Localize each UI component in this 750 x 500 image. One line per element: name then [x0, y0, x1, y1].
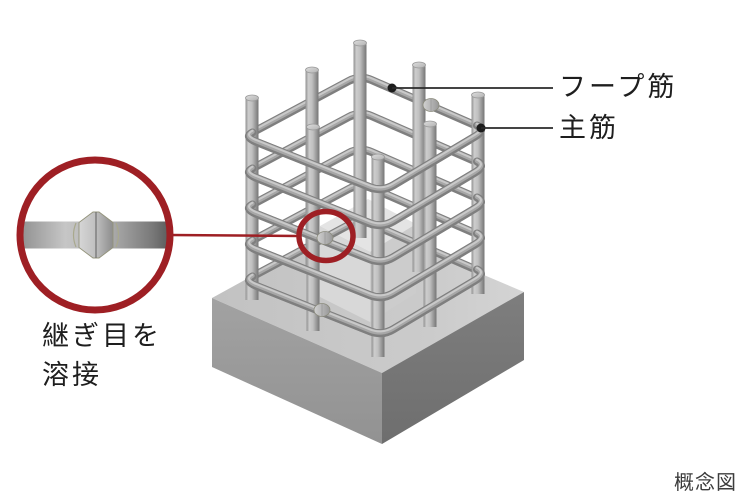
- main-bar: [423, 120, 437, 327]
- weld-joint: [316, 231, 334, 245]
- leader-lines: [387, 83, 553, 133]
- footing-left-face: [212, 298, 382, 444]
- weld-ring-right: [115, 222, 120, 248]
- weld-joint: [313, 303, 331, 317]
- weld-ring-left: [72, 222, 77, 248]
- magnifier-leader-line: [169, 233, 300, 238]
- weld-note: 継ぎ目を 溶接: [42, 317, 162, 395]
- weld-note-line1: 継ぎ目を: [42, 321, 162, 351]
- label-main-bar: 主筋: [559, 113, 619, 143]
- weld-note-line2: 溶接: [42, 360, 102, 390]
- magnifier: [16, 156, 174, 314]
- main-bar: [306, 123, 320, 331]
- label-hoop-bar: フープ筋: [559, 72, 678, 102]
- diagram-caption: 概念図: [674, 472, 737, 494]
- weld-joints: [313, 98, 440, 317]
- weld-joint: [422, 98, 440, 112]
- magnifier-circle: [16, 156, 174, 314]
- footing-right-face: [382, 292, 524, 444]
- main-bar: [245, 94, 259, 300]
- main-bar: [371, 153, 385, 357]
- main-bar: [353, 39, 367, 238]
